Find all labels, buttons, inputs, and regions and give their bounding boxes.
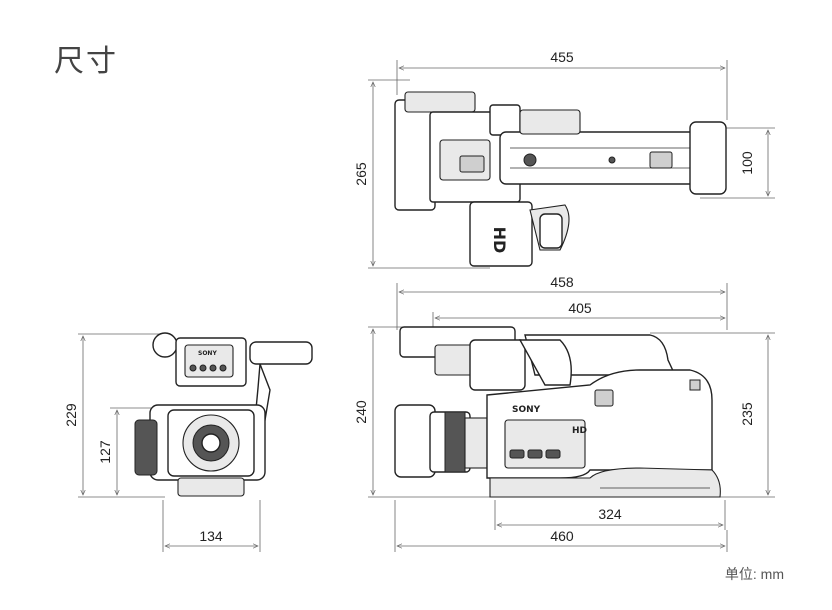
dim-top-depth: 100	[739, 151, 755, 175]
dim-side-height-left: 240	[353, 400, 369, 424]
dim-front-height-lens: 127	[97, 440, 113, 464]
camera-side-drawing: SONY HD	[394, 326, 721, 498]
dim-top-height: 265	[353, 162, 369, 186]
hd-logo-side: HD	[572, 426, 587, 436]
dim-top-width: 455	[550, 49, 574, 65]
dim-front-height-total: 229	[63, 403, 79, 427]
camera-top-drawing: HD	[394, 91, 727, 267]
sony-logo-front: SONY	[198, 350, 217, 357]
camera-front-drawing: SONY	[134, 332, 313, 497]
top-view: 455 265 100 HD	[353, 49, 775, 269]
dim-side-base-overall: 460	[550, 528, 574, 544]
dim-side-width-mid: 405	[568, 300, 592, 316]
hd-logo-top: HD	[490, 227, 509, 254]
sony-logo-side: SONY	[512, 405, 541, 415]
dim-side-height-right: 235	[739, 402, 755, 426]
dim-front-width: 134	[199, 528, 223, 544]
unit-label: 单位: mm	[724, 566, 784, 582]
side-view: 458 405 240 235 324 460	[353, 274, 775, 552]
front-view: 229 127 134 SONY	[63, 332, 313, 552]
dim-side-base-inner: 324	[598, 506, 622, 522]
dim-side-width-top: 458	[550, 274, 574, 290]
page-title: 尺寸	[54, 44, 118, 79]
